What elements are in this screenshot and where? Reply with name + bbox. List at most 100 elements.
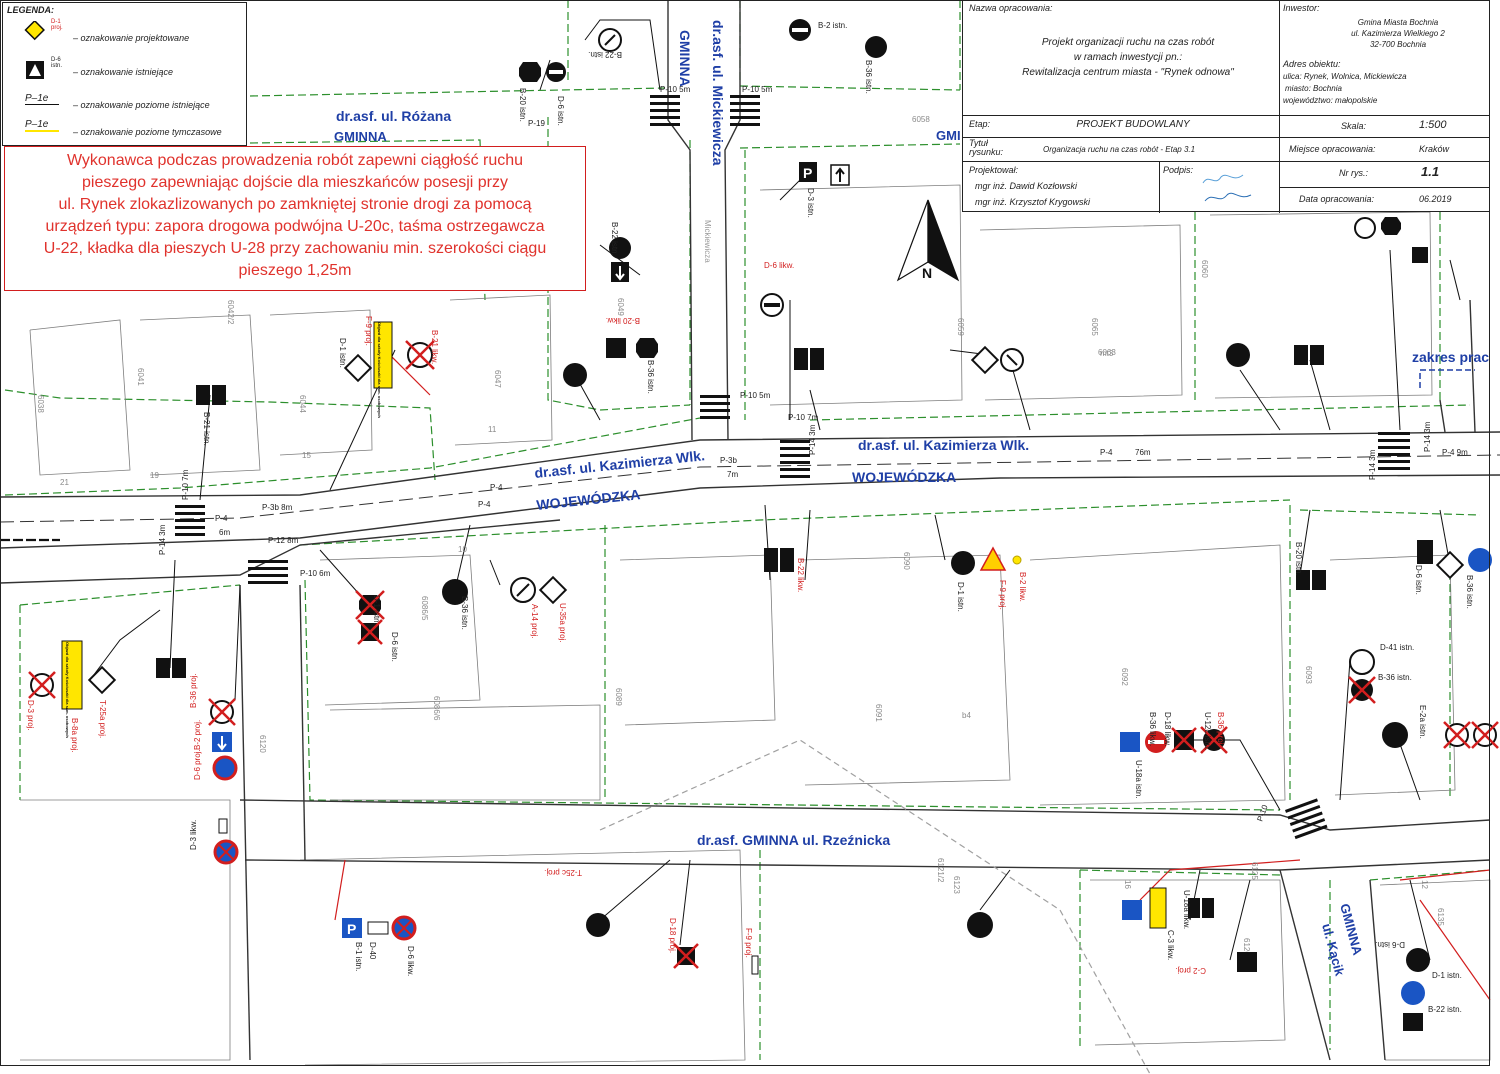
no-parking-sign bbox=[212, 755, 238, 781]
sign-code: T-25c proj. bbox=[544, 868, 582, 877]
sign-code: D-1 istn. bbox=[1432, 971, 1462, 980]
no-stopping-sign-7 bbox=[213, 839, 239, 865]
parking-sign-2: P bbox=[342, 918, 362, 938]
tb-scale-value: 1:500 bbox=[1419, 119, 1447, 131]
parcel-number: 6126 bbox=[1242, 938, 1251, 956]
zone-sign bbox=[1237, 952, 1257, 972]
no-left-turn-sign-2 bbox=[1354, 217, 1376, 239]
sign-code: B-20 likw. bbox=[606, 316, 640, 325]
legend-item-existing: – oznakowanie istniejące bbox=[73, 67, 174, 77]
no-stopping-sign-5 bbox=[951, 551, 975, 575]
parcel-number: 6125 bbox=[1250, 862, 1259, 880]
removed-sign bbox=[405, 340, 435, 370]
notice-line: pieszego zapewniając dojście dla mieszka… bbox=[82, 174, 508, 191]
no-left-turn-sign-3 bbox=[510, 577, 536, 603]
priority-road-sign-5 bbox=[1435, 550, 1465, 580]
tb-scale-label: Skala: bbox=[1341, 121, 1367, 131]
bollard-icon-3 bbox=[967, 912, 993, 938]
bollard-icon-2 bbox=[586, 913, 610, 937]
tb-address-label: Adres obiektu: bbox=[1283, 59, 1341, 69]
contractor-notice: Wykonawca podczas prowadzenia robót zape… bbox=[4, 146, 586, 291]
tb-name-label: Nazwa opracowania: bbox=[969, 3, 1053, 13]
tb-stage-value: PROJEKT BUDOWLANY bbox=[1076, 119, 1190, 130]
crossing-sign-pair bbox=[794, 348, 824, 370]
title-block: Nazwa opracowania: Projekt organizacji r… bbox=[962, 0, 1490, 213]
tb-drawing-no-value: 1.1 bbox=[1421, 164, 1440, 179]
sign-code: C-3 likw. bbox=[1166, 930, 1175, 960]
parcel-number: 6059 bbox=[956, 318, 965, 336]
marking-label: P-10 5m bbox=[740, 391, 771, 400]
tb-drawing-title-value: Organizacja ruchu na czas robót - Etap 3… bbox=[1043, 145, 1196, 154]
detour-sign-text: Objazd dla szkoły Kościuszki dla sam. os… bbox=[65, 642, 70, 738]
sign-code: F-9 proj. bbox=[744, 928, 753, 958]
info-sign bbox=[1417, 540, 1433, 564]
svg-text:P: P bbox=[347, 921, 356, 937]
tb-investor-value: Gmina Miasta Bochnia ul. Kazimierza Wiel… bbox=[1351, 18, 1445, 49]
parcel-number: 15 bbox=[302, 451, 311, 460]
parcel-number: 6086/6 bbox=[432, 696, 441, 721]
removed-sign-6 bbox=[1471, 721, 1499, 749]
marking-label: P-10 5m bbox=[660, 85, 691, 94]
sign-code: B-2 likw. bbox=[1018, 572, 1027, 602]
no-stopping-sign-3 bbox=[563, 363, 587, 387]
notice-line: U-22, kładka dla pieszych U-28 przy zach… bbox=[43, 240, 547, 257]
removed-crossing-sign bbox=[357, 619, 383, 645]
sign-code: D-6 istn. bbox=[1414, 565, 1423, 595]
street-label-gminna-partial: GMI bbox=[936, 128, 961, 143]
marking-label: P-10 7m bbox=[181, 469, 190, 500]
crossing-sign-pair-7 bbox=[1188, 898, 1214, 918]
bollard-icon bbox=[1382, 722, 1408, 748]
street-label-wojewodzka-left: WOJEWÓDZKA bbox=[536, 485, 641, 513]
parcel-number: 6058 bbox=[912, 115, 930, 124]
sign-code: T-25a proj. bbox=[98, 700, 107, 738]
sign-code: B-36 istn. bbox=[460, 596, 469, 630]
svg-text:P: P bbox=[803, 165, 812, 181]
parcel-number: 6047 bbox=[493, 370, 502, 388]
sign-code-labels: B-2 istn.B-36 istn.B-22 istn.B-20 istn.D… bbox=[26, 21, 1474, 1014]
no-stopping-sign bbox=[865, 36, 887, 58]
barrier-plate bbox=[751, 955, 759, 975]
sign-code: B-36 istn. bbox=[646, 360, 655, 394]
marking-label: P-4 bbox=[490, 483, 503, 492]
marking-label: 7m bbox=[727, 470, 738, 479]
legend-code-proj: D-1 proj. bbox=[51, 19, 63, 31]
parcel-number: 6063 bbox=[1098, 348, 1116, 357]
sign-code: B-36 proj. bbox=[189, 673, 198, 708]
parcel-number: 6038 bbox=[36, 395, 45, 413]
sign-code: F-9 proj. bbox=[364, 316, 373, 346]
sign-code: D-40 bbox=[368, 942, 377, 960]
parcel-number: 6135 bbox=[1436, 908, 1445, 926]
mandatory-turn-sign bbox=[1468, 548, 1492, 572]
no-stopping-sign-6 bbox=[442, 579, 468, 605]
tb-designer-label: Projektował: bbox=[969, 165, 1019, 175]
marking-label: P-3b 8m bbox=[262, 503, 293, 512]
parcel-boundaries bbox=[4, 0, 1491, 1060]
notice-line: urządzeń typu: zapora drogowa podwójna U… bbox=[45, 218, 545, 235]
street-label-mickiewicza: dr.asf. ul. Mickiewicza bbox=[710, 20, 726, 166]
parcel-number: 6049 bbox=[616, 298, 625, 316]
marking-label: P-10 6m bbox=[300, 569, 331, 578]
tb-date-label: Data opracowania: bbox=[1299, 194, 1375, 204]
street-label-kazimierza-right: dr.asf. ul. Kazimierza Wlk. bbox=[858, 437, 1029, 453]
street-label-wojewodzka-right: WOJEWÓDZKA bbox=[852, 468, 956, 485]
signature-icon bbox=[1199, 169, 1259, 211]
parcel-number: 6065 bbox=[1090, 318, 1099, 336]
marking-label: P-4 bbox=[215, 514, 228, 523]
removed-no-stopping-sign bbox=[1200, 726, 1228, 754]
tb-place-label: Miejsce opracowania: bbox=[1289, 144, 1376, 154]
parcel-number: 11 bbox=[488, 425, 497, 434]
priority-road-sign bbox=[970, 345, 1000, 375]
parcel-number: 6091 bbox=[874, 704, 883, 722]
stop-sign bbox=[519, 62, 541, 82]
sign-code: B-8a proj. bbox=[70, 718, 79, 753]
removed-sign-4 bbox=[1348, 676, 1376, 704]
tb-investor-label: Inwestor: bbox=[1283, 3, 1320, 13]
sign-code: D-1 istn. bbox=[372, 595, 381, 625]
stop-sign-2 bbox=[636, 338, 658, 358]
no-stopping-sign-8 bbox=[391, 915, 417, 941]
sign-code: B-22 istn. bbox=[588, 50, 622, 59]
plate bbox=[218, 818, 228, 834]
street-label-rzeznicka: dr.asf. GMINNA ul. Rzeźnicka bbox=[697, 832, 890, 848]
marking-label: P-3b bbox=[720, 456, 737, 465]
